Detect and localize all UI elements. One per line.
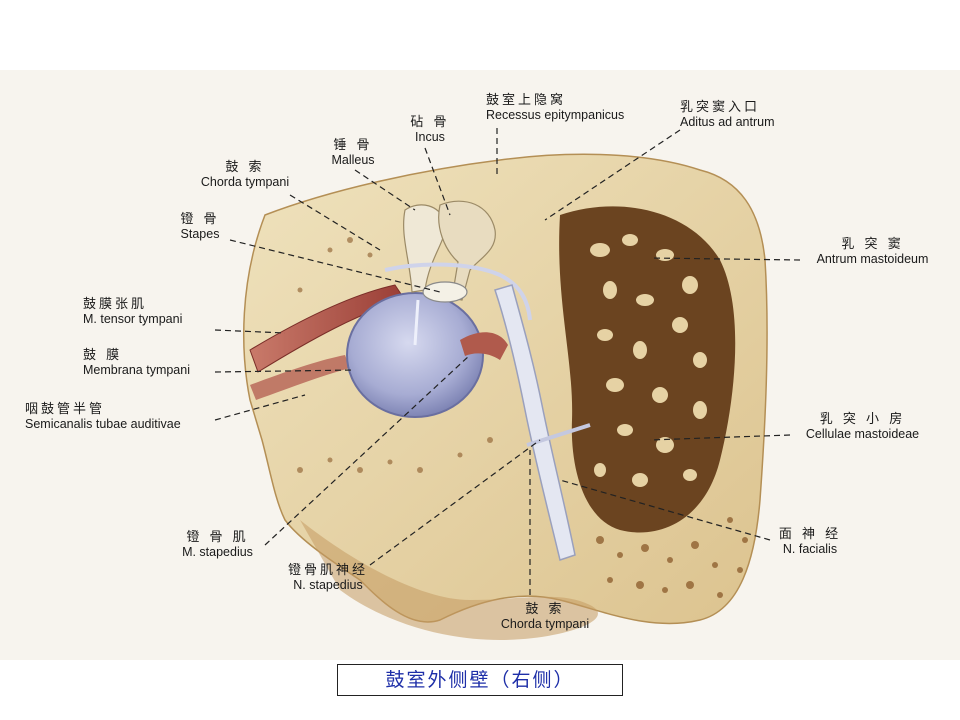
label-zh: 鼓 索	[225, 160, 265, 175]
label-en: Incus	[415, 130, 445, 144]
label-zh: 鼓 膜	[83, 348, 123, 363]
chorda-tympani-nerve	[384, 262, 532, 321]
label-recessus-epitympanicus: 鼓室上隐窝 Recessus epitympanicus	[486, 93, 656, 123]
label-en: Semicanalis tubae auditivae	[25, 417, 181, 431]
label-zh: 砧 骨	[410, 115, 450, 130]
malleus-bone	[403, 204, 446, 293]
label-en: Antrum mastoideum	[816, 252, 929, 266]
label-en: Stapes	[180, 227, 220, 241]
label-en: N. facialis	[782, 542, 838, 556]
label-incus: 砧 骨 Incus	[400, 115, 460, 145]
stapedius-nerve-branch	[526, 423, 591, 447]
incus-bone	[438, 200, 496, 301]
auditory-tube-muscle	[250, 355, 350, 400]
label-en: Aditus ad antrum	[680, 115, 775, 129]
label-semicanalis-tubae-auditivae: 咽鼓管半管 Semicanalis tubae auditivae	[25, 402, 225, 432]
tympanic-membrane	[346, 292, 484, 418]
label-zh: 咽鼓管半管	[25, 402, 106, 417]
label-en: Malleus	[331, 153, 375, 167]
label-en: Chorda tympani	[500, 617, 590, 631]
bone-base-shadow	[300, 520, 598, 640]
label-zh: 鼓室上隐窝	[486, 93, 567, 108]
label-zh: 镫骨肌神经	[287, 563, 368, 578]
label-zh: 乳 突 小 房	[819, 412, 906, 427]
label-en: Cellulae mastoideae	[805, 427, 920, 441]
mastoid-air-cells	[559, 206, 736, 533]
figure-caption: 鼓室外侧壁（右侧）	[337, 664, 623, 696]
label-en: M. tensor tympani	[83, 312, 183, 326]
label-chorda-tympani-bottom: 鼓 索 Chorda tympani	[485, 602, 605, 632]
label-zh: 乳 突 窦	[841, 237, 904, 252]
label-zh: 镫 骨 肌	[186, 530, 249, 545]
label-en: Membrana tympani	[83, 363, 190, 377]
label-zh: 鼓 索	[525, 602, 565, 617]
label-m-stapedius: 镫 骨 肌 M. stapedius	[170, 530, 265, 560]
label-en: N. stapedius	[293, 578, 363, 592]
label-malleus: 锤 骨 Malleus	[318, 138, 388, 168]
porous-bone	[596, 517, 748, 598]
air-cell-septa	[590, 234, 707, 487]
leader-lines	[214, 128, 801, 595]
label-chorda-tympani-top: 鼓 索 Chorda tympani	[200, 160, 290, 190]
malleus-handle	[413, 299, 420, 346]
label-zh: 锤 骨	[333, 138, 373, 153]
bone-speckles	[297, 237, 493, 473]
label-cellulae-mastoideae: 乳 突 小 房 Cellulae mastoideae	[790, 412, 935, 442]
label-zh: 鼓膜张肌	[83, 297, 148, 312]
stapes-bone	[422, 281, 468, 303]
label-en: Chorda tympani	[200, 175, 290, 189]
label-en: Recessus epitympanicus	[486, 108, 625, 122]
label-zh: 乳突窦入口	[680, 100, 761, 115]
facial-nerve-canal	[494, 284, 576, 561]
label-tensor-tympani: 鼓膜张肌 M. tensor tympani	[83, 297, 223, 327]
stapedius-muscle	[460, 332, 508, 360]
label-zh: 面 神 经	[778, 527, 842, 542]
label-antrum-mastoideum: 乳 突 窦 Antrum mastoideum	[800, 237, 945, 267]
label-aditus-ad-antrum: 乳突窦入口 Aditus ad antrum	[680, 100, 810, 130]
label-n-stapedius: 镫骨肌神经 N. stapedius	[278, 563, 378, 593]
label-n-facialis: 面 神 经 N. facialis	[765, 527, 855, 557]
label-en: M. stapedius	[182, 545, 253, 559]
label-stapes: 镫 骨 Stapes	[165, 212, 235, 242]
label-membrana-tympani: 鼓 膜 Membrana tympani	[83, 348, 223, 378]
label-zh: 镫 骨	[180, 212, 220, 227]
